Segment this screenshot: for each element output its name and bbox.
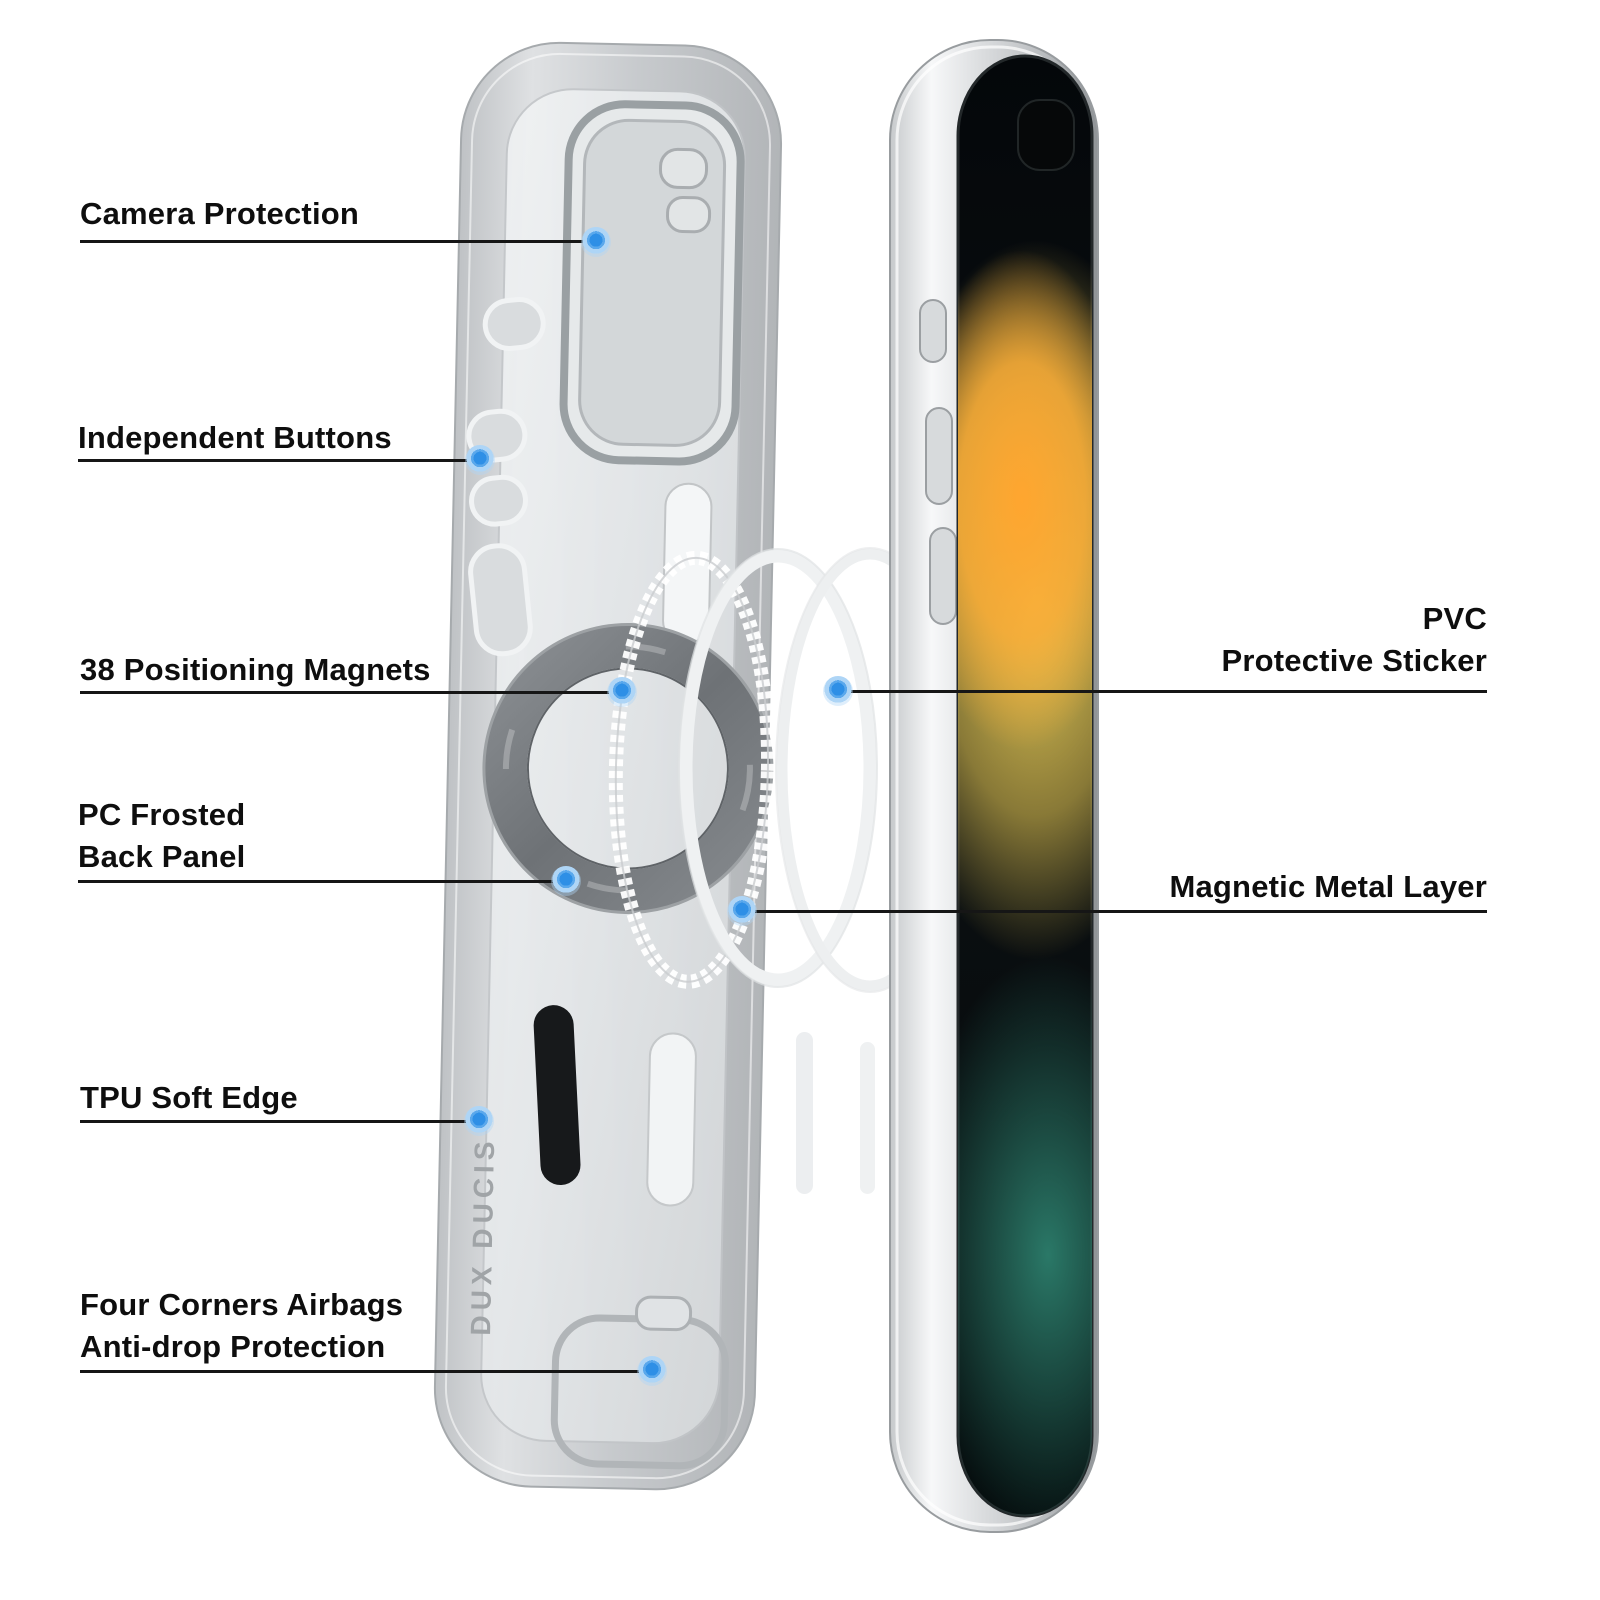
brand-text: DUX DUCIS	[465, 1136, 500, 1336]
callout-four-corners-label: Four Corners Airbags Anti-drop Protectio…	[80, 1284, 403, 1367]
phone-case: DUX DUCIS	[433, 41, 783, 1491]
callout-magnetic-metal-dot	[727, 896, 757, 926]
callout-camera-protection-dot	[581, 227, 611, 257]
label-line: Camera Protection	[80, 196, 360, 231]
callout-positioning-magnets-line	[80, 691, 622, 694]
label-line: Four Corners Airbags	[80, 1287, 404, 1322]
case-buttons	[466, 296, 546, 657]
label-line: Back Panel	[78, 838, 246, 874]
bottom-tab	[634, 1295, 693, 1332]
callout-independent-buttons-label: Independent Buttons	[78, 417, 392, 459]
port-cutout	[533, 1005, 581, 1185]
callout-pc-frosted-label: PC Frosted Back Panel	[78, 794, 245, 877]
callout-magnetic-metal-line	[742, 910, 1487, 913]
iphone	[889, 39, 1099, 1533]
label-line: PVC	[1422, 601, 1487, 636]
camera-cutout	[559, 100, 745, 466]
callout-camera-protection-line	[80, 240, 596, 243]
label-line: 38 Positioning Magnets	[80, 652, 431, 687]
callout-tpu-soft-edge-line	[80, 1120, 479, 1123]
callout-positioning-magnets-label: 38 Positioning Magnets	[80, 649, 431, 691]
callout-independent-buttons-line	[78, 459, 480, 462]
magnet-bar	[796, 1032, 813, 1194]
label-line: PC Frosted	[78, 797, 246, 832]
label-line: Magnetic Metal Layer	[1169, 869, 1487, 904]
callout-pc-frosted-dot	[551, 866, 581, 896]
callout-four-corners-dot	[637, 1356, 667, 1386]
label-line: Protective Sticker	[1221, 642, 1487, 678]
callout-tpu-soft-edge-label: TPU Soft Edge	[80, 1077, 298, 1119]
label-line: Independent Buttons	[78, 420, 392, 455]
iphone-buttons	[919, 299, 957, 625]
callout-positioning-magnets-dot	[607, 677, 637, 707]
dynamic-island	[1017, 99, 1075, 171]
callout-pvc-sticker-line	[838, 690, 1487, 693]
callout-pvc-sticker-dot	[823, 676, 853, 706]
callout-tpu-soft-edge-dot	[464, 1106, 494, 1136]
iphone-wallpaper	[958, 240, 1092, 1516]
callout-pvc-sticker-label: PVC Protective Sticker	[1221, 598, 1487, 681]
callout-pc-frosted-line	[78, 880, 566, 883]
callout-independent-buttons-dot	[465, 445, 495, 475]
callout-four-corners-line	[80, 1370, 652, 1373]
callout-magnetic-metal-label: Magnetic Metal Layer	[1169, 866, 1487, 908]
label-line: Anti-drop Protection	[80, 1328, 386, 1364]
magnet-bar	[860, 1042, 875, 1194]
callout-camera-protection-label: Camera Protection	[80, 193, 359, 235]
label-line: TPU Soft Edge	[80, 1080, 298, 1115]
bottom-slot	[646, 1032, 697, 1207]
